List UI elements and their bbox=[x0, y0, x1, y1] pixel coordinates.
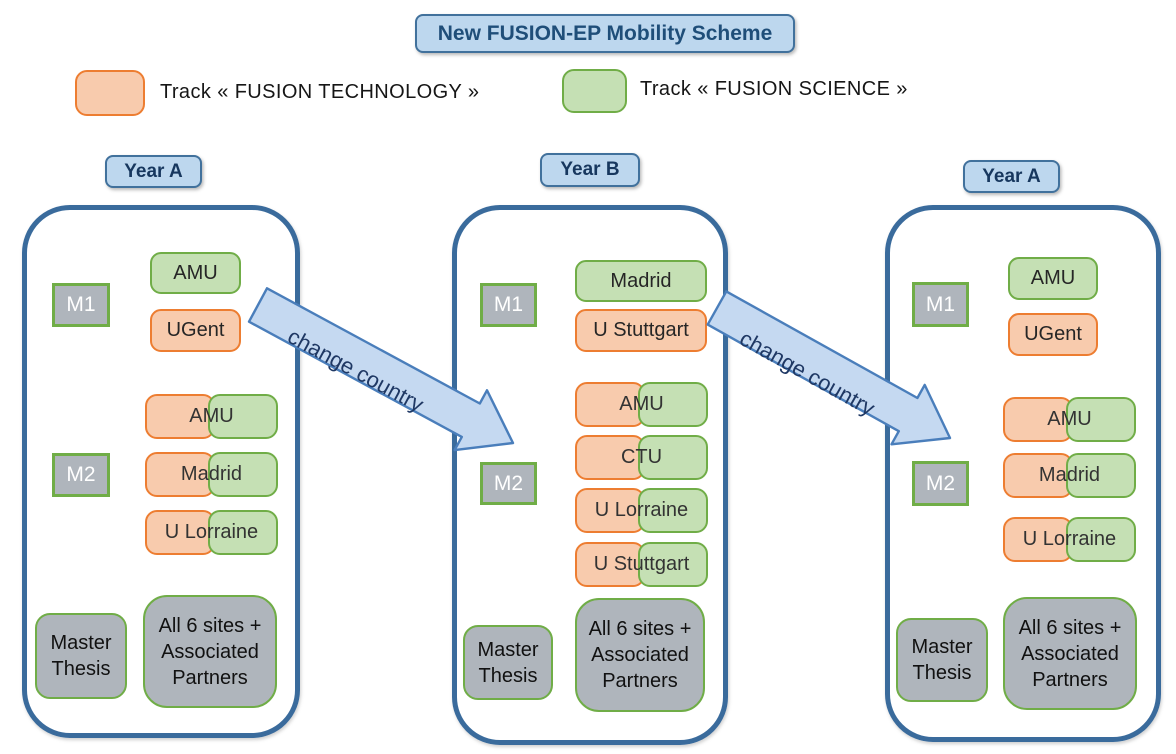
pair-u-stuttgart: U Stuttgart bbox=[575, 542, 708, 587]
science-half bbox=[1066, 453, 1136, 498]
science-half bbox=[638, 542, 708, 587]
legend-science-label: Track « FUSION SCIENCE » bbox=[640, 78, 908, 100]
uni-box-ugent: UGent bbox=[1008, 313, 1098, 356]
pair-madrid: Madrid bbox=[145, 452, 278, 497]
uni-box-amu: AMU bbox=[1008, 257, 1098, 300]
pair-ctu: CTU bbox=[575, 435, 708, 480]
m1-badge: M1 bbox=[52, 283, 110, 327]
master-thesis-box: Master Thesis bbox=[35, 613, 127, 699]
pair-u-lorraine: U Lorraine bbox=[575, 488, 708, 533]
uni-box-madrid: Madrid bbox=[575, 260, 707, 302]
pair-u-lorraine: U Lorraine bbox=[145, 510, 278, 555]
column-1-year-a: Year A M1 AMU UGent M2 AMU Madrid U Lorr… bbox=[22, 0, 300, 754]
year-outline bbox=[885, 205, 1161, 742]
legend-technology-label: Track « FUSION TECHNOLOGY » bbox=[160, 81, 480, 103]
technology-half bbox=[575, 488, 645, 533]
master-thesis-box: Master Thesis bbox=[463, 625, 553, 700]
uni-box-amu: AMU bbox=[150, 252, 241, 294]
pair-label: CTU bbox=[620, 446, 663, 468]
pair-u-lorraine: U Lorraine bbox=[1003, 517, 1136, 562]
pair-label: AMU bbox=[619, 393, 664, 415]
technology-half bbox=[145, 452, 215, 497]
m1-badge: M1 bbox=[912, 282, 969, 327]
m2-badge: M2 bbox=[912, 461, 969, 506]
science-half bbox=[638, 488, 708, 533]
m1-badge: M1 bbox=[480, 283, 537, 327]
technology-half bbox=[575, 435, 645, 480]
pair-label: Madrid bbox=[180, 463, 243, 485]
technology-half bbox=[1003, 517, 1073, 562]
uni-box-u-stuttgart: U Stuttgart bbox=[575, 309, 707, 352]
science-half bbox=[1066, 397, 1136, 442]
science-half bbox=[638, 382, 708, 427]
technology-half bbox=[1003, 397, 1073, 442]
year-outline bbox=[452, 205, 728, 745]
year-badge: Year A bbox=[105, 155, 202, 188]
pair-label: AMU bbox=[189, 405, 234, 427]
year-badge: Year B bbox=[540, 153, 640, 187]
pair-madrid: Madrid bbox=[1003, 453, 1136, 498]
pair-label: Madrid bbox=[1038, 464, 1101, 486]
legend-science-swatch bbox=[562, 69, 627, 113]
uni-box-ugent: UGent bbox=[150, 309, 241, 352]
science-half bbox=[1066, 517, 1136, 562]
year-badge: Year A bbox=[963, 160, 1060, 193]
pair-amu: AMU bbox=[575, 382, 708, 427]
change-country-label: change country bbox=[284, 323, 428, 417]
technology-half bbox=[145, 510, 215, 555]
science-half bbox=[208, 510, 278, 555]
science-half bbox=[638, 435, 708, 480]
change-country-label: change country bbox=[736, 326, 880, 421]
legend-technology-swatch bbox=[75, 70, 145, 116]
pair-label: U Lorraine bbox=[164, 521, 259, 543]
pair-label: U Lorraine bbox=[594, 499, 689, 521]
technology-half bbox=[575, 542, 645, 587]
m2-badge: M2 bbox=[480, 462, 537, 505]
column-2-year-b: Year B M1 Madrid U Stuttgart M2 AMU CTU … bbox=[452, 0, 728, 754]
pair-amu: AMU bbox=[145, 394, 278, 439]
pair-label: U Lorraine bbox=[1022, 528, 1117, 550]
pair-label: U Stuttgart bbox=[593, 553, 690, 575]
science-half bbox=[208, 452, 278, 497]
technology-half bbox=[575, 382, 645, 427]
page-title: New FUSION-EP Mobility Scheme bbox=[415, 14, 795, 53]
pair-label: AMU bbox=[1047, 408, 1092, 430]
pair-amu: AMU bbox=[1003, 397, 1136, 442]
all-sites-box: All 6 sites + Associated Partners bbox=[1003, 597, 1137, 710]
all-sites-box: All 6 sites + Associated Partners bbox=[143, 595, 277, 708]
column-3-year-a: Year A M1 AMU UGent M2 AMU Madrid U Lorr… bbox=[885, 0, 1161, 754]
master-thesis-box: Master Thesis bbox=[896, 618, 988, 702]
m2-badge: M2 bbox=[52, 453, 110, 497]
all-sites-box: All 6 sites + Associated Partners bbox=[575, 598, 705, 712]
year-outline bbox=[22, 205, 300, 738]
